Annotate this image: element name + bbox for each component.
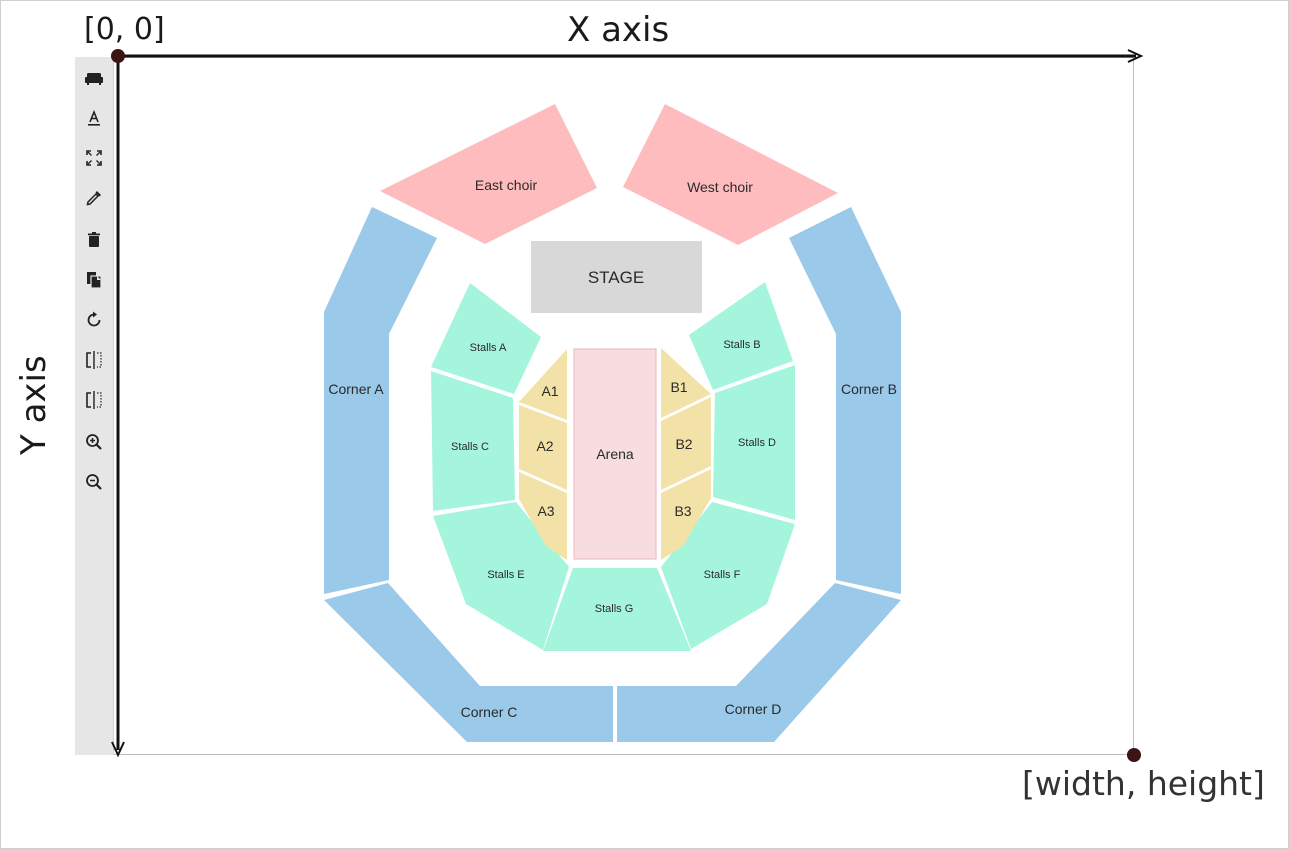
stalls-g-section[interactable] (543, 568, 691, 651)
flip-vertical-icon (86, 391, 102, 409)
rotate-icon (87, 311, 101, 327)
zoom-in-icon (86, 434, 102, 450)
stalls-b-section[interactable] (689, 282, 793, 390)
arena-section[interactable] (573, 348, 657, 560)
stalls-a-section[interactable] (431, 283, 541, 394)
text-format-icon (88, 109, 100, 126)
sofa-icon (85, 73, 103, 85)
stalls-f-section[interactable] (661, 502, 795, 649)
editor-toolbar (75, 57, 114, 755)
copy-icon (87, 272, 102, 289)
stalls-e-section[interactable] (433, 502, 569, 650)
tool-flip-vertical[interactable] (75, 385, 113, 415)
block-b2-section[interactable] (661, 397, 711, 490)
tool-add-seat[interactable] (75, 63, 113, 93)
tool-expand[interactable] (75, 143, 113, 173)
expand-icon (86, 150, 102, 166)
corner-d-section[interactable] (617, 583, 901, 742)
extent-annotation: [width, height] (1022, 764, 1265, 803)
tool-zoom-in[interactable] (75, 427, 113, 457)
stalls-c-section[interactable] (431, 371, 515, 511)
corner-c-section[interactable] (324, 583, 613, 742)
tool-rotate[interactable] (75, 305, 113, 335)
y-axis-annotation: Y axis (14, 355, 54, 455)
tool-zoom-out[interactable] (75, 467, 113, 497)
stalls-d-section[interactable] (713, 365, 795, 520)
tool-delete[interactable] (75, 225, 113, 255)
tool-flip-horizontal[interactable] (75, 345, 113, 375)
tool-color-picker[interactable] (75, 183, 113, 213)
origin-annotation: [0, 0] (84, 12, 165, 47)
trash-icon (88, 232, 100, 247)
west-choir-section[interactable] (623, 104, 838, 245)
tool-duplicate[interactable] (75, 265, 113, 295)
zoom-out-icon (86, 474, 102, 490)
block-a1-section[interactable] (519, 349, 567, 420)
block-a3-section[interactable] (519, 472, 567, 560)
east-choir-section[interactable] (380, 104, 597, 244)
eyedropper-icon (86, 191, 101, 206)
corner-a-section[interactable] (324, 207, 437, 594)
stage-area (531, 241, 702, 313)
block-a2-section[interactable] (519, 405, 567, 490)
corner-b-section[interactable] (789, 207, 901, 594)
tool-text[interactable] (75, 103, 113, 133)
x-axis-annotation: X axis (567, 10, 670, 50)
flip-horizontal-icon (86, 351, 102, 369)
block-b3-section[interactable] (661, 469, 711, 560)
block-b1-section[interactable] (661, 348, 711, 418)
